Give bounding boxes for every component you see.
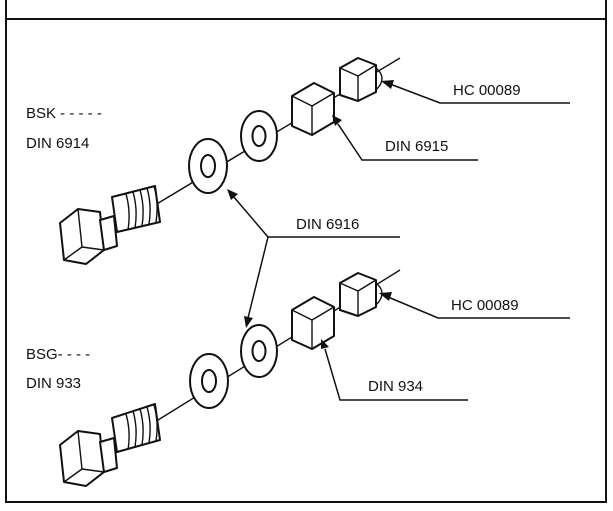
washer-leader: [227, 189, 400, 328]
upper-bolt-din-label: DIN 6914: [26, 135, 89, 152]
upper-cap-leader: [381, 80, 570, 104]
upper-bolt-code-label: BSK - - - - -: [26, 105, 102, 122]
washer-label: DIN 6916: [296, 216, 359, 233]
upper-cap-nut: [339, 57, 383, 102]
upper-assembly: [59, 57, 401, 265]
upper-nut: [291, 82, 335, 136]
lower-nut-label: DIN 934: [368, 378, 423, 395]
lower-cap-leader: [379, 292, 570, 319]
lower-bolt-din-label: DIN 933: [26, 375, 81, 392]
lower-bolt-code-label: BSG- - - -: [26, 346, 90, 363]
upper-washer-1: [188, 138, 228, 194]
lower-washer-2: [240, 324, 278, 378]
upper-nut-leader: [332, 115, 478, 161]
lower-washer-1: [189, 353, 229, 409]
lower-nut: [291, 296, 335, 350]
lower-cap-nut: [339, 272, 383, 317]
lower-bolt-thread: [125, 404, 158, 451]
upper-nut-label: DIN 6915: [385, 138, 448, 155]
lower-cap-label: HC 00089: [451, 297, 519, 314]
lower-bolt-head: [59, 430, 105, 487]
upper-bolt-thread: [125, 185, 158, 231]
upper-washer-2: [240, 110, 278, 162]
diagram-frame: [5, 18, 607, 503]
lower-nut-leader: [321, 339, 468, 401]
upper-bolt-head: [59, 208, 105, 265]
lower-assembly: [59, 269, 401, 487]
upper-cap-label: HC 00089: [453, 82, 521, 99]
lower-bolt: [59, 403, 161, 487]
upper-bolt: [59, 185, 161, 265]
